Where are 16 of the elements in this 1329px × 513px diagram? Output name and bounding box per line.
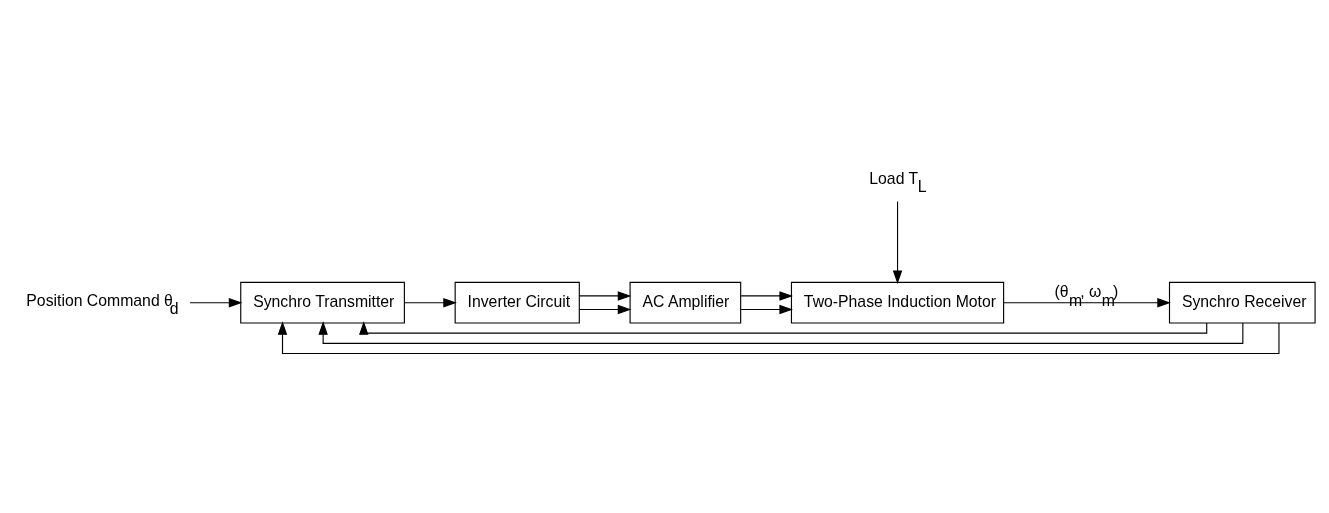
node-box: Synchro Receiver [1168, 281, 1316, 324]
node-box: AC Amplifier [629, 281, 742, 324]
arrow [578, 290, 632, 301]
node-box: Inverter Circuit [454, 281, 580, 324]
arrow [740, 290, 793, 301]
arrow [277, 320, 1280, 354]
node-box: Synchro Transmitter [240, 281, 405, 324]
arrow [359, 320, 1208, 335]
arrow [404, 297, 457, 307]
arrow [578, 304, 632, 314]
arrow [318, 320, 1244, 344]
arrow [189, 297, 243, 307]
node-box: Two-Phase Induction Motor [790, 281, 1005, 324]
arrow [1003, 297, 1171, 307]
arrow [892, 200, 903, 284]
arrow [740, 304, 793, 314]
